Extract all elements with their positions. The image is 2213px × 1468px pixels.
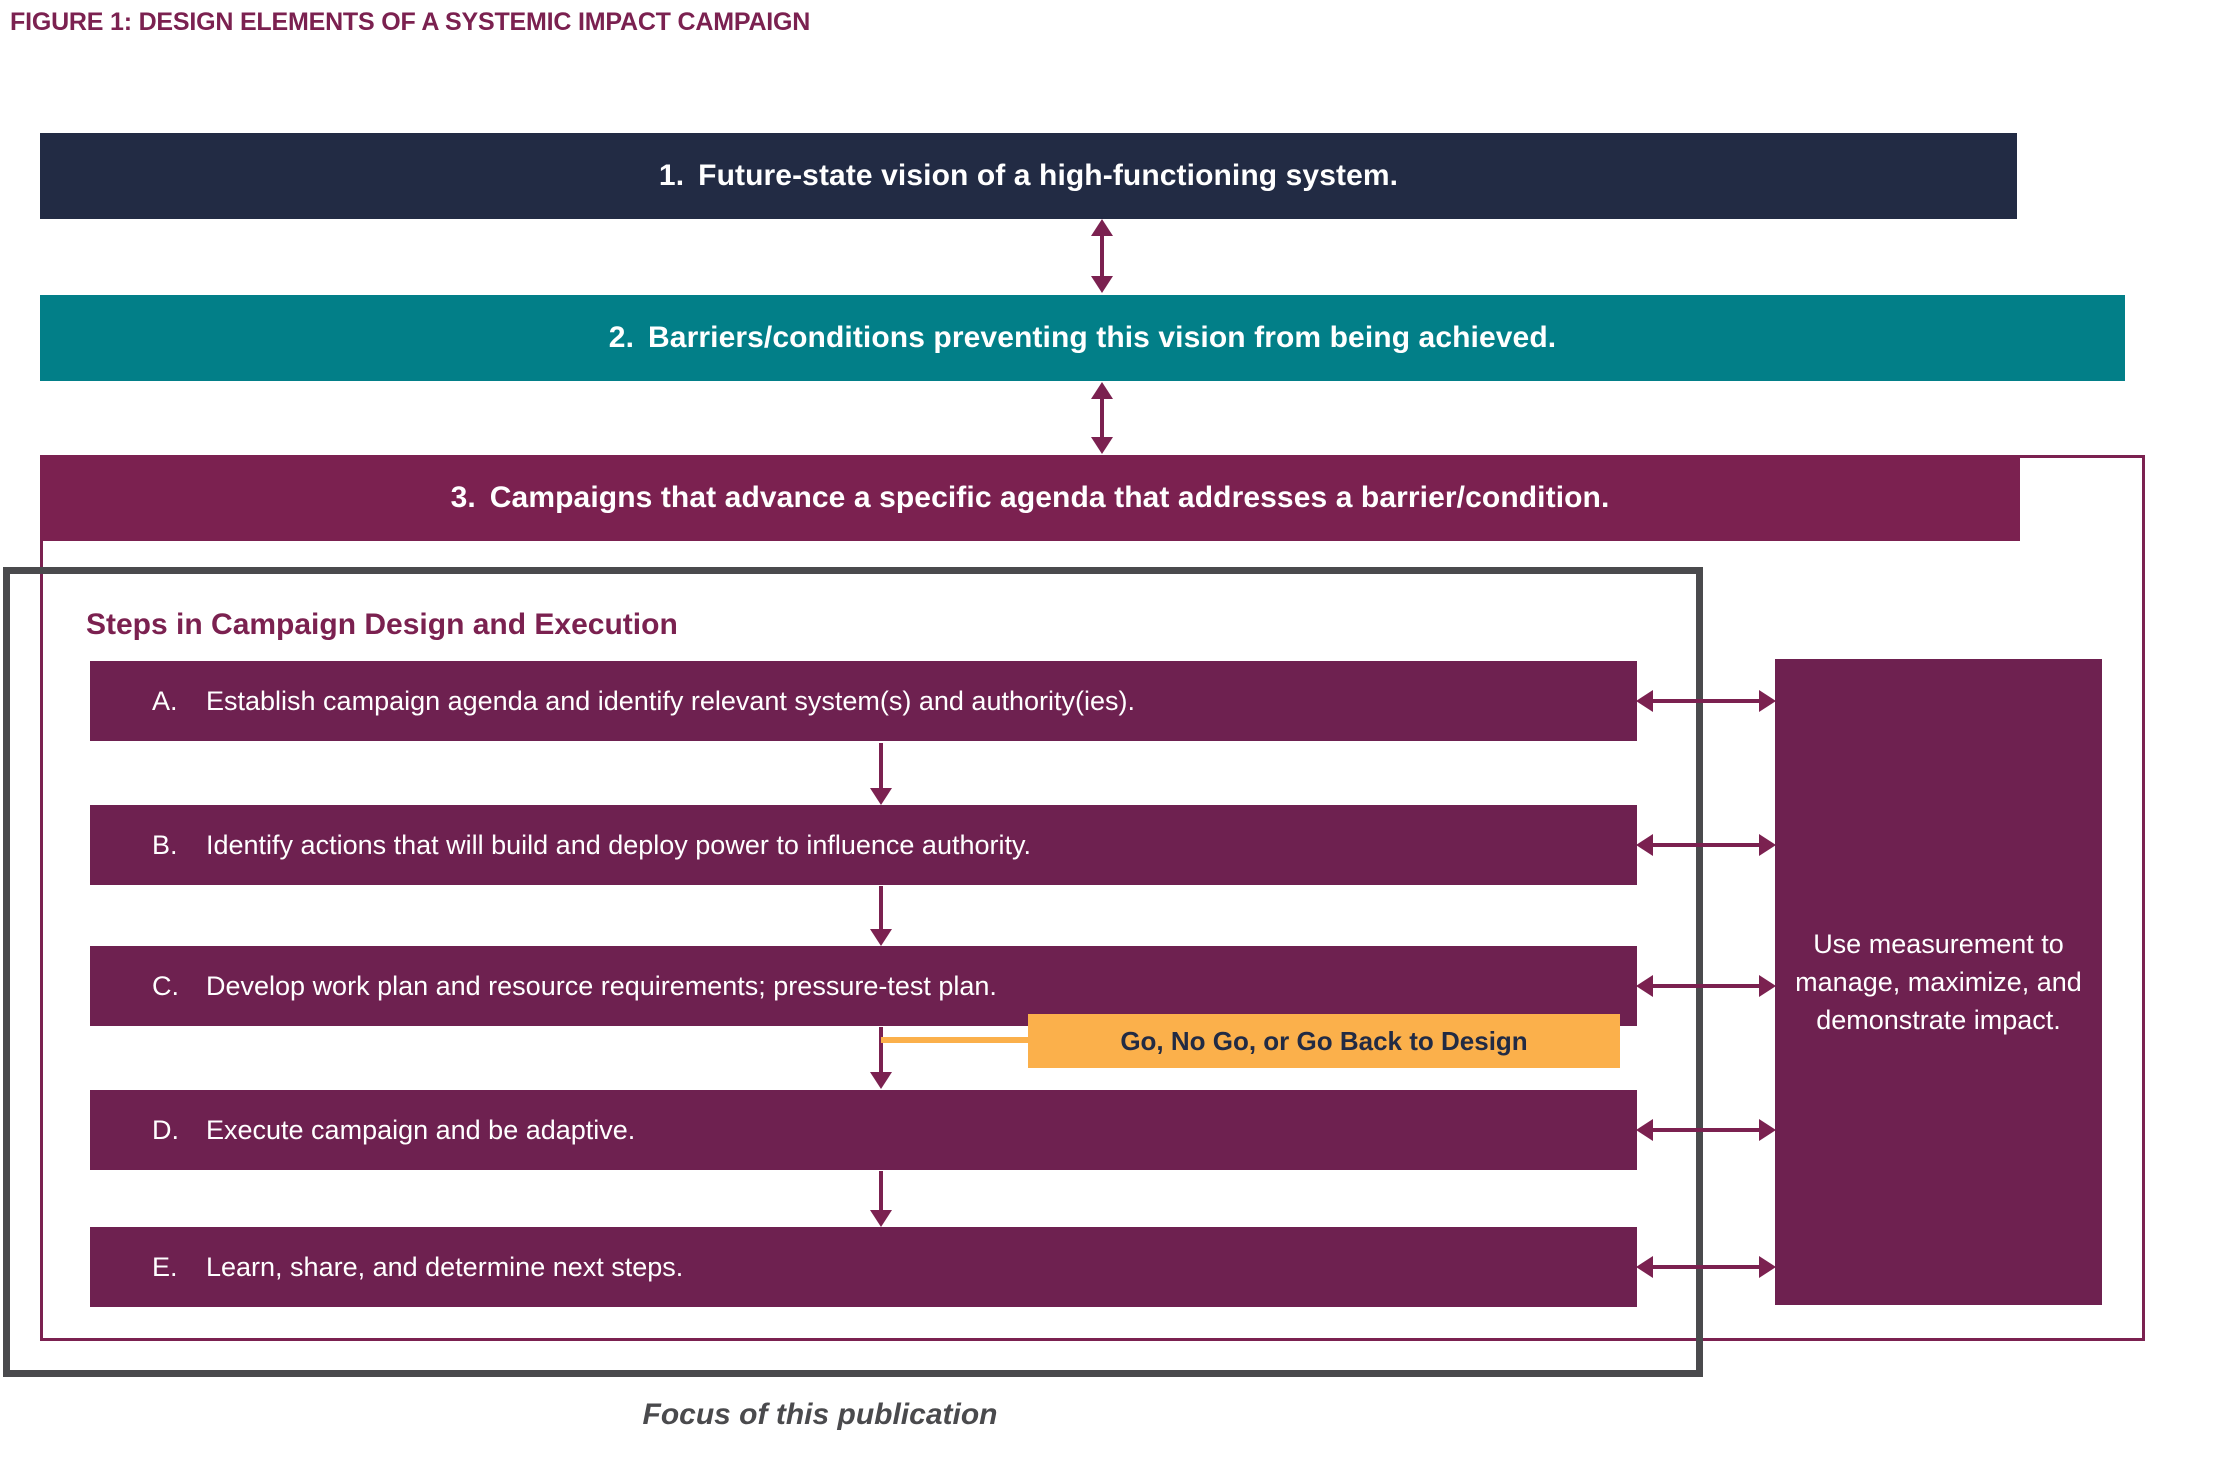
down-arrow-b-to-c-icon (870, 886, 892, 946)
steps-section-heading: Steps in Campaign Design and Execution (86, 608, 678, 641)
step-bar-e: E. Learn, share, and determine next step… (90, 1227, 1637, 1307)
level-1-label: Future-state vision of a high-functionin… (698, 159, 1399, 192)
level-1-number: 1. (658, 159, 685, 192)
level-3-label: Campaigns that advance a specific agenda… (489, 481, 1610, 514)
measurement-box: Use measurement to manage, maximize, and… (1775, 659, 2102, 1305)
level-3-number: 3. (450, 481, 476, 514)
step-a-text: Establish campaign agenda and identify r… (206, 685, 1135, 716)
double-arrow-step-d-measurement-icon (1636, 1119, 1776, 1141)
level-bar-campaigns: 3. Campaigns that advance a specific age… (40, 455, 2020, 541)
double-arrow-vision-barriers-icon (1091, 219, 1113, 293)
double-arrow-step-e-measurement-icon (1636, 1256, 1776, 1278)
step-bar-d: D. Execute campaign and be adaptive. (90, 1090, 1637, 1170)
step-d-letter: D. (152, 1114, 179, 1145)
step-c-letter: C. (152, 970, 179, 1001)
figure-title: FIGURE 1: DESIGN ELEMENTS OF A SYSTEMIC … (10, 8, 811, 36)
double-arrow-barriers-campaigns-icon (1091, 382, 1113, 454)
step-b-letter: B. (152, 829, 178, 860)
step-c-text: Develop work plan and resource requireme… (206, 970, 997, 1001)
down-arrow-a-to-b-icon (870, 743, 892, 805)
step-e-text: Learn, share, and determine next steps. (206, 1251, 684, 1282)
step-bar-a: A. Establish campaign agenda and identif… (90, 661, 1637, 741)
focus-of-publication-box (3, 567, 1703, 1377)
step-bar-b: B. Identify actions that will build and … (90, 805, 1637, 885)
gonogo-connector-line (881, 1037, 1031, 1043)
double-arrow-step-a-measurement-icon (1636, 690, 1776, 712)
level-2-label: Barriers/conditions preventing this visi… (648, 321, 1557, 354)
step-bar-c: C. Develop work plan and resource requir… (90, 946, 1637, 1026)
down-arrow-d-to-e-icon (870, 1171, 892, 1227)
level-2-number: 2. (608, 321, 635, 354)
down-arrow-c-to-d-icon (870, 1027, 892, 1089)
double-arrow-step-b-measurement-icon (1636, 834, 1776, 856)
gonogo-callout: Go, No Go, or Go Back to Design (1028, 1014, 1620, 1068)
step-a-letter: A. (152, 685, 178, 716)
level-bar-future-state-vision: 1. Future-state vision of a high-functio… (40, 133, 2017, 219)
double-arrow-step-c-measurement-icon (1636, 975, 1776, 997)
step-b-text: Identify actions that will build and dep… (206, 829, 1031, 860)
focus-of-publication-caption: Focus of this publication (642, 1398, 998, 1431)
step-d-text: Execute campaign and be adaptive. (206, 1114, 636, 1145)
level-bar-barriers-conditions: 2. Barriers/conditions preventing this v… (40, 295, 2125, 381)
step-e-letter: E. (152, 1251, 178, 1282)
